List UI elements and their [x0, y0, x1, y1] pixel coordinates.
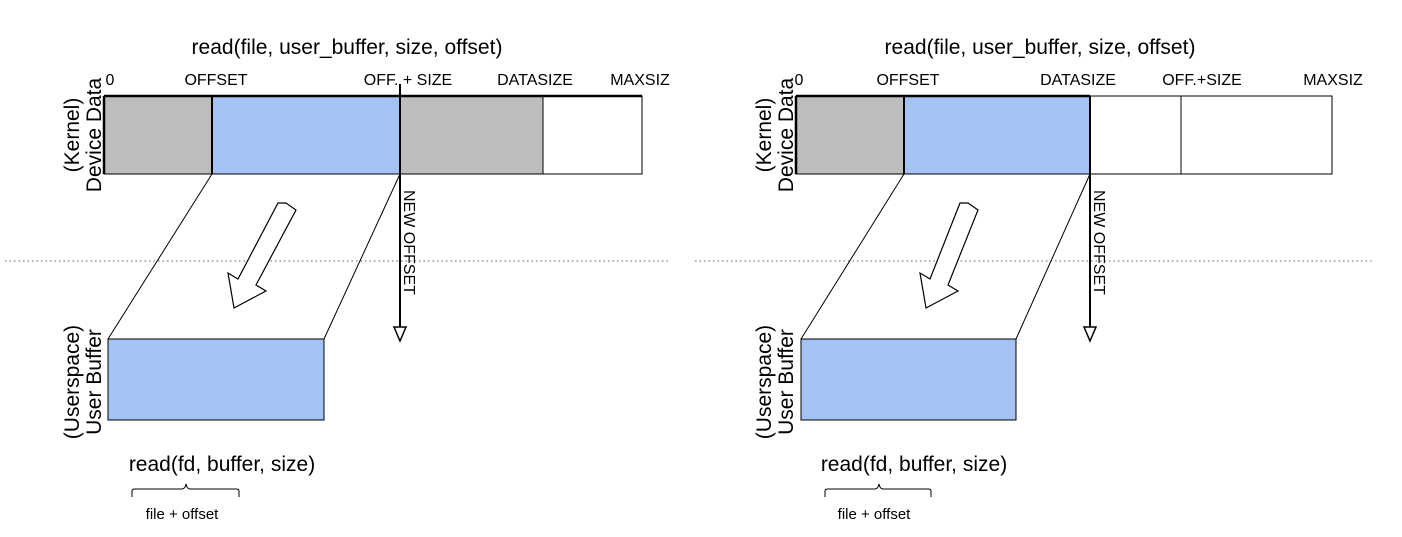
kernel-side-label-2: Device Data: [83, 77, 106, 192]
marker-datasize: DATASIZE: [497, 72, 573, 89]
projection-line-left: [800, 173, 905, 340]
kernel-side-label: (Kernel): [61, 98, 84, 173]
marker-offset: OFFSET: [876, 72, 939, 89]
new-offset-label: NEW OFFSET: [1090, 190, 1107, 295]
marker-offset-plus-size: OFF. + SIZE: [364, 72, 452, 89]
user-buffer: [800, 338, 1017, 421]
device-data-empty: [542, 95, 643, 175]
top-call-label: read(file, user_buffer, size, offset): [192, 36, 503, 59]
diagram-right: read(file, user_buffer, size, offset) 0 …: [753, 36, 1363, 523]
device-data-empty-1: [1089, 95, 1182, 175]
copy-arrow-icon: [919, 202, 979, 309]
projection-line-left: [107, 173, 213, 340]
projection-line-right: [1015, 173, 1091, 340]
device-data-before-offset: [103, 95, 213, 175]
device-data-after-read: [399, 95, 544, 175]
kernel-side-label: (Kernel): [753, 98, 776, 173]
user-buffer: [107, 338, 325, 421]
kernel-side-label-2: Device Data: [775, 77, 798, 192]
brace-label: file + offset: [838, 506, 912, 523]
brace-icon: [824, 483, 932, 497]
marker-maxsiz: MAXSIZ: [610, 72, 670, 89]
projection-line-right: [323, 173, 401, 340]
bottom-call-label: read(fd, buffer, size): [821, 453, 1007, 476]
marker-offset: OFFSET: [184, 72, 247, 89]
marker-zero: 0: [106, 72, 115, 89]
new-offset-arrowhead-icon: [392, 326, 408, 343]
device-data-empty-2: [1180, 95, 1333, 175]
new-offset-arrowhead-icon: [1082, 326, 1098, 343]
user-side-label: (Userspace): [61, 325, 84, 439]
brace-label: file + offset: [146, 506, 220, 523]
user-side-label: (Userspace): [753, 325, 776, 439]
diagram-left: read(file, user_buffer, size, offset) 0 …: [61, 36, 670, 523]
copy-arrow-icon: [227, 202, 297, 309]
top-call-label: read(file, user_buffer, size, offset): [885, 36, 1196, 59]
new-offset-label: NEW OFFSET: [400, 190, 417, 295]
marker-datasize: DATASIZE: [1040, 72, 1116, 89]
device-data-before-offset: [795, 95, 905, 175]
brace-icon: [131, 483, 240, 497]
device-data-read-region: [903, 95, 1091, 175]
bottom-call-label: read(fd, buffer, size): [129, 453, 315, 476]
marker-zero: 0: [795, 72, 804, 89]
user-side-label-2: User Buffer: [775, 329, 798, 435]
device-data-read-region: [211, 95, 401, 175]
marker-maxsiz: MAXSIZ: [1303, 72, 1363, 89]
marker-offset-plus-size: OFF.+SIZE: [1162, 72, 1242, 89]
user-side-label-2: User Buffer: [83, 329, 106, 435]
